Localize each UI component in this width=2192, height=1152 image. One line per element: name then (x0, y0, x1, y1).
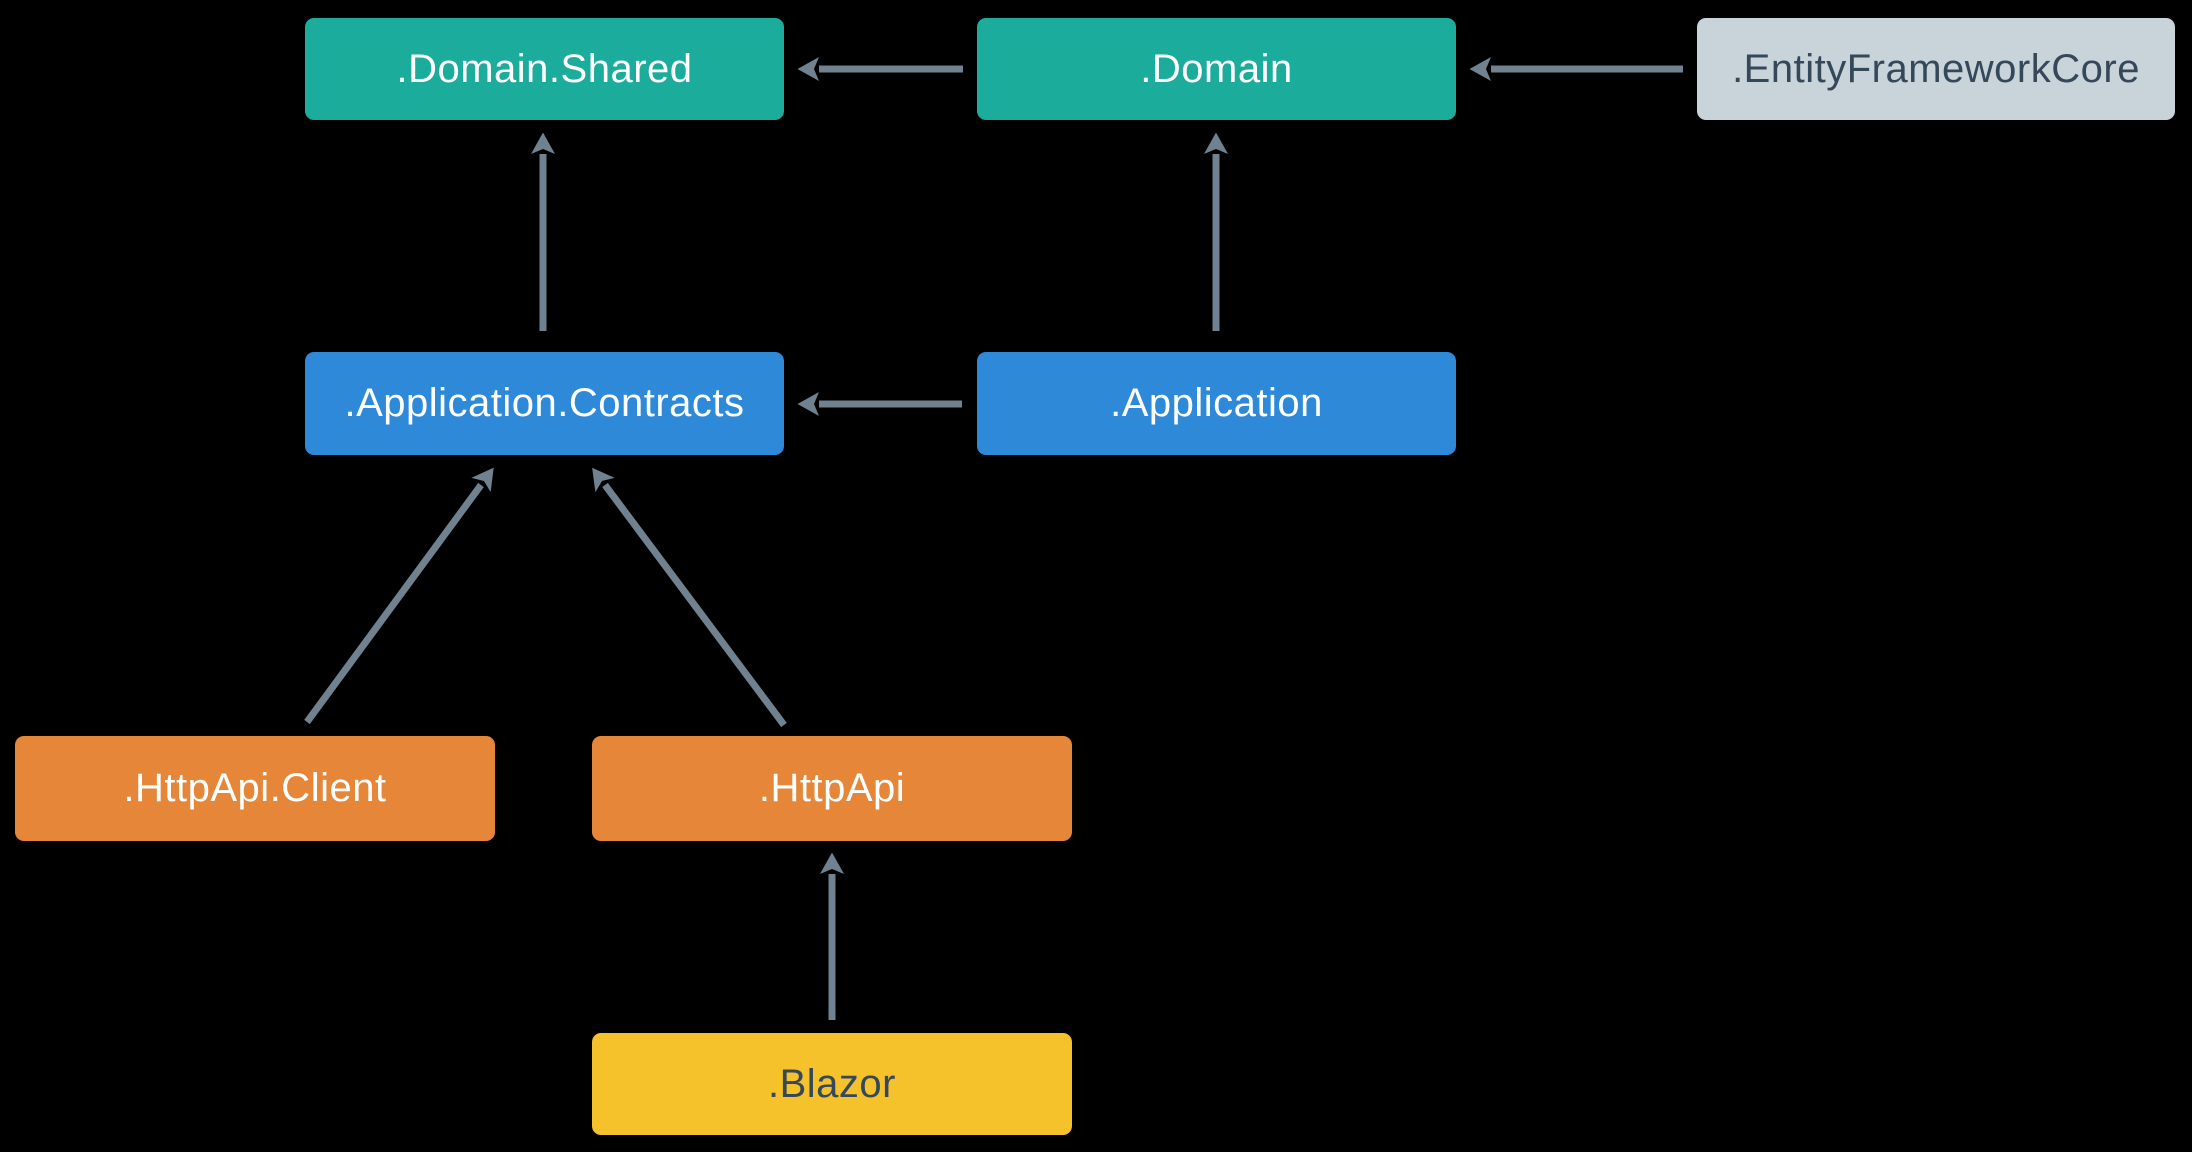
node-httpapi-client: .HttpApi.Client (15, 736, 495, 841)
edge-httpapi-to-application-contracts (592, 467, 787, 728)
node-httpapi: .HttpApi (592, 736, 1072, 841)
node-domain: .Domain (977, 18, 1456, 120)
edge-httpapi-client-to-application-contracts (304, 467, 494, 725)
node-application-contracts: .Application.Contracts (305, 352, 784, 455)
node-application: .Application (977, 352, 1456, 455)
node-blazor: .Blazor (592, 1033, 1072, 1135)
node-domain-shared: .Domain.Shared (305, 18, 784, 120)
node-entity-framework-core: .EntityFrameworkCore (1697, 18, 2175, 120)
